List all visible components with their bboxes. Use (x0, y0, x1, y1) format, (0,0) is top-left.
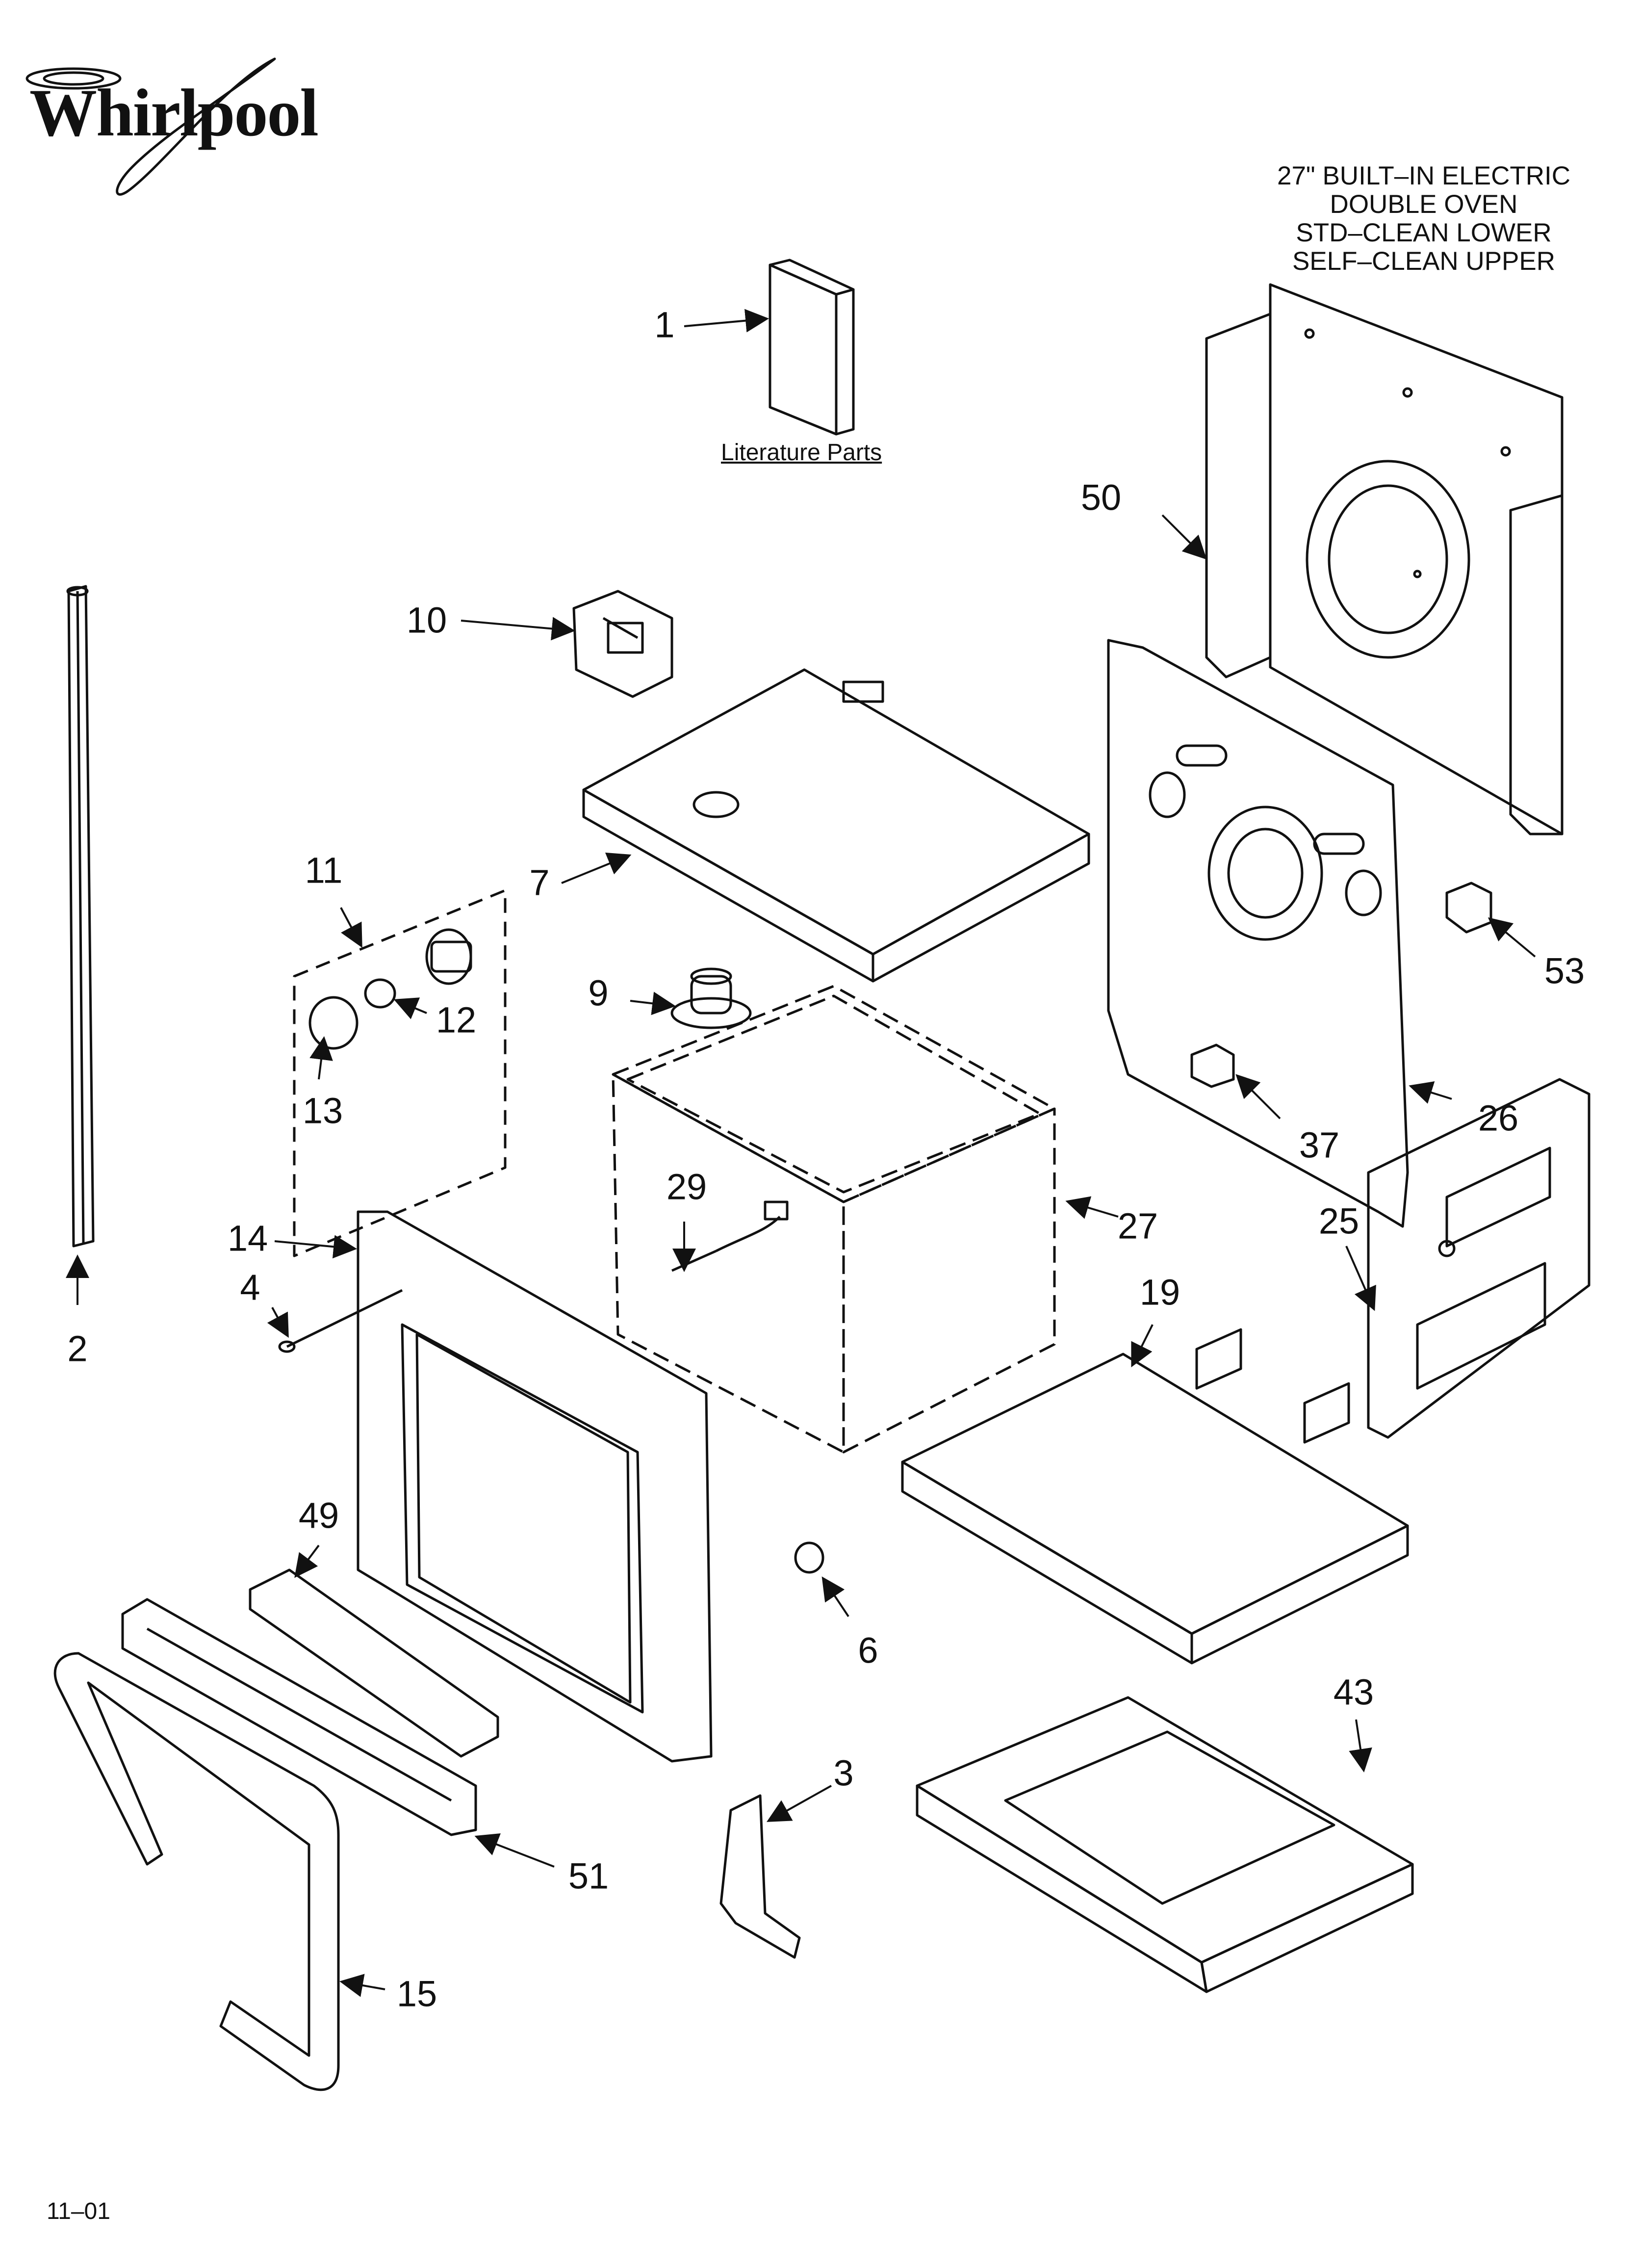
callout-13: 13 (303, 1091, 343, 1131)
part-25-side-panel (1367, 1078, 1591, 1439)
part-4-screw (278, 1289, 403, 1353)
part-53-clip (1445, 882, 1492, 934)
callout-4: 4 (240, 1267, 260, 1308)
part-27-oven-cavity (612, 985, 1056, 1454)
part-26-rear-frame (1107, 639, 1409, 1228)
brand-logo-icon (26, 57, 276, 196)
part-7-top-panel (582, 668, 1090, 983)
part-51-vent-trim (121, 1598, 477, 1836)
part-19-shelf-panel (901, 1328, 1409, 1665)
literature-parts-label: Literature Parts (721, 440, 882, 466)
part-1-literature (769, 259, 855, 436)
callout-27: 27 (1118, 1206, 1158, 1247)
part-14-front-frame (357, 1210, 713, 1763)
callout-26: 26 (1478, 1098, 1518, 1139)
callout-1: 1 (654, 305, 674, 345)
callout-53: 53 (1544, 951, 1585, 991)
callout-51: 51 (568, 1856, 609, 1897)
part-50-rear-panel (1205, 283, 1564, 835)
title-line-3: STD–CLEAN LOWER (1296, 218, 1552, 247)
part-37-clip (1190, 1043, 1235, 1088)
part-9-receptacle (670, 967, 752, 1029)
callout-3: 3 (833, 1753, 853, 1794)
leader-arrows (66, 309, 1536, 1997)
callout-43: 43 (1334, 1672, 1374, 1713)
title-line-4: SELF–CLEAN UPPER (1292, 247, 1556, 276)
title-line-2: DOUBLE OVEN (1330, 190, 1518, 219)
callout-29: 29 (667, 1167, 707, 1207)
title-line-1: 27" BUILT–IN ELECTRIC (1277, 161, 1571, 190)
callout-9: 9 (588, 973, 608, 1014)
callout-2: 2 (67, 1329, 87, 1369)
callout-14: 14 (228, 1218, 268, 1259)
callout-11: 11 (305, 850, 343, 891)
callout-50: 50 (1081, 477, 1121, 518)
callout-15: 15 (397, 1974, 437, 2014)
part-10-bracket (572, 590, 673, 698)
callout-12: 12 (436, 1000, 476, 1041)
part-11-lamp-group (293, 889, 507, 1257)
callout-6: 6 (858, 1630, 878, 1671)
model-title: 27" BUILT–IN ELECTRIC DOUBLE OVEN STD–CL… (1252, 162, 1595, 276)
brand-logo: Whirlpool (29, 75, 319, 150)
callout-7: 7 (529, 862, 549, 903)
callout-37: 37 (1299, 1125, 1339, 1166)
part-43-bottom-pan (916, 1696, 1414, 1993)
callout-49: 49 (299, 1495, 339, 1536)
part-3-bracket (719, 1794, 801, 1959)
part-2-trim-strip (66, 585, 95, 1248)
part-49-bracket (249, 1568, 499, 1758)
callout-10: 10 (407, 600, 447, 641)
part-6-plug (794, 1541, 824, 1574)
callout-19: 19 (1140, 1272, 1180, 1313)
part-29-sensor (671, 1200, 789, 1272)
date-code: 11–01 (47, 2198, 110, 2224)
callout-25: 25 (1319, 1201, 1359, 1242)
part-15-gasket (53, 1652, 340, 2091)
